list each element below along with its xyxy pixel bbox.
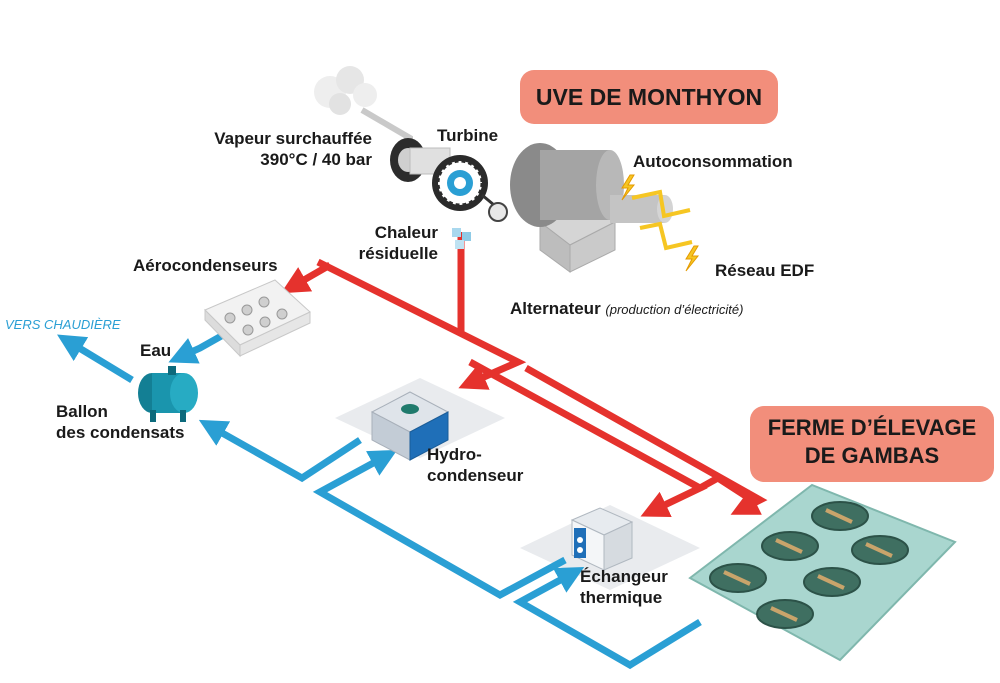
exchanger-unit bbox=[570, 507, 634, 571]
hydro-line2: condenseur bbox=[427, 466, 524, 485]
hot-flow-main bbox=[316, 258, 527, 390]
pond-feeders bbox=[723, 508, 893, 622]
ferme-title-line2: DE GAMBAS bbox=[804, 443, 940, 468]
ballon-line2: des condensats bbox=[56, 423, 185, 442]
hot-flows bbox=[280, 232, 768, 518]
chaleur-cubes bbox=[452, 228, 471, 249]
shrimp-ponds bbox=[709, 501, 909, 629]
chaleur-line1: Chaleur bbox=[374, 223, 438, 242]
vapeur-line1: Vapeur surchauffée bbox=[214, 129, 372, 148]
hot-flow-to-ferme bbox=[524, 364, 768, 515]
shrimp-farm bbox=[688, 483, 957, 662]
cold-flow-loop-echangeur bbox=[512, 566, 702, 670]
cold-flows bbox=[57, 326, 702, 670]
alternateur-note: (production d’électricité) bbox=[605, 302, 744, 317]
ferme-title-line1: FERME D’ÉLEVAGE bbox=[767, 415, 977, 440]
hot-flow-ferme-return bbox=[698, 473, 754, 503]
ballon-label: Ballon des condensats bbox=[56, 401, 185, 443]
eau-label: Eau bbox=[140, 341, 172, 360]
autoconsommation-label: Autoconsommation bbox=[633, 152, 793, 171]
alternateur-title: Alternateur bbox=[510, 299, 601, 318]
lightning-icon bbox=[621, 174, 700, 272]
aerocondenseurs-label: Aérocondenseurs bbox=[133, 256, 278, 275]
chaleur-label: Chaleur résiduelle bbox=[320, 222, 438, 264]
cold-flow-loop-hydro bbox=[312, 449, 567, 600]
ferme-title-badge: FERME D’ÉLEVAGE DE GAMBAS bbox=[750, 406, 994, 482]
uve-title: UVE DE MONTHYON bbox=[535, 84, 763, 110]
ballon-tank bbox=[138, 366, 198, 422]
turbine-label: Turbine bbox=[437, 126, 499, 145]
hydro-line1: Hydro- bbox=[427, 445, 482, 464]
cold-flow-hydro-to-ballon bbox=[198, 419, 362, 483]
hydrocondenser-unit bbox=[370, 391, 450, 461]
vapeur-label: Vapeur surchauffée 390°C / 40 bar bbox=[110, 128, 372, 170]
aerocondenser-unit bbox=[204, 279, 311, 358]
reseau-edf-label: Réseau EDF bbox=[715, 261, 815, 280]
echangeur-label: Échangeur thermique bbox=[580, 566, 668, 608]
vers-chaudiere-label: VERS CHAUDIÈRE bbox=[5, 317, 121, 332]
alternator bbox=[488, 143, 673, 273]
hot-flow-turbine-to-aero bbox=[280, 261, 332, 294]
echangeur-line2: thermique bbox=[580, 588, 663, 607]
vapeur-line2: 390°C / 40 bar bbox=[260, 150, 372, 169]
chaleur-line2: résiduelle bbox=[358, 244, 438, 263]
alternateur-label: Alternateur (production d’électricité) bbox=[510, 298, 743, 320]
cold-flow-to-chaudiere bbox=[57, 334, 134, 383]
echangeur-line1: Échangeur bbox=[580, 567, 668, 586]
uve-title-badge: UVE DE MONTHYON bbox=[520, 70, 778, 124]
ballon-line1: Ballon bbox=[56, 402, 108, 421]
turbine bbox=[390, 138, 501, 212]
power-lines bbox=[631, 189, 693, 251]
hydrocondenseur-label: Hydro- condenseur bbox=[427, 444, 523, 486]
hot-flow-to-echangeur bbox=[468, 358, 708, 518]
